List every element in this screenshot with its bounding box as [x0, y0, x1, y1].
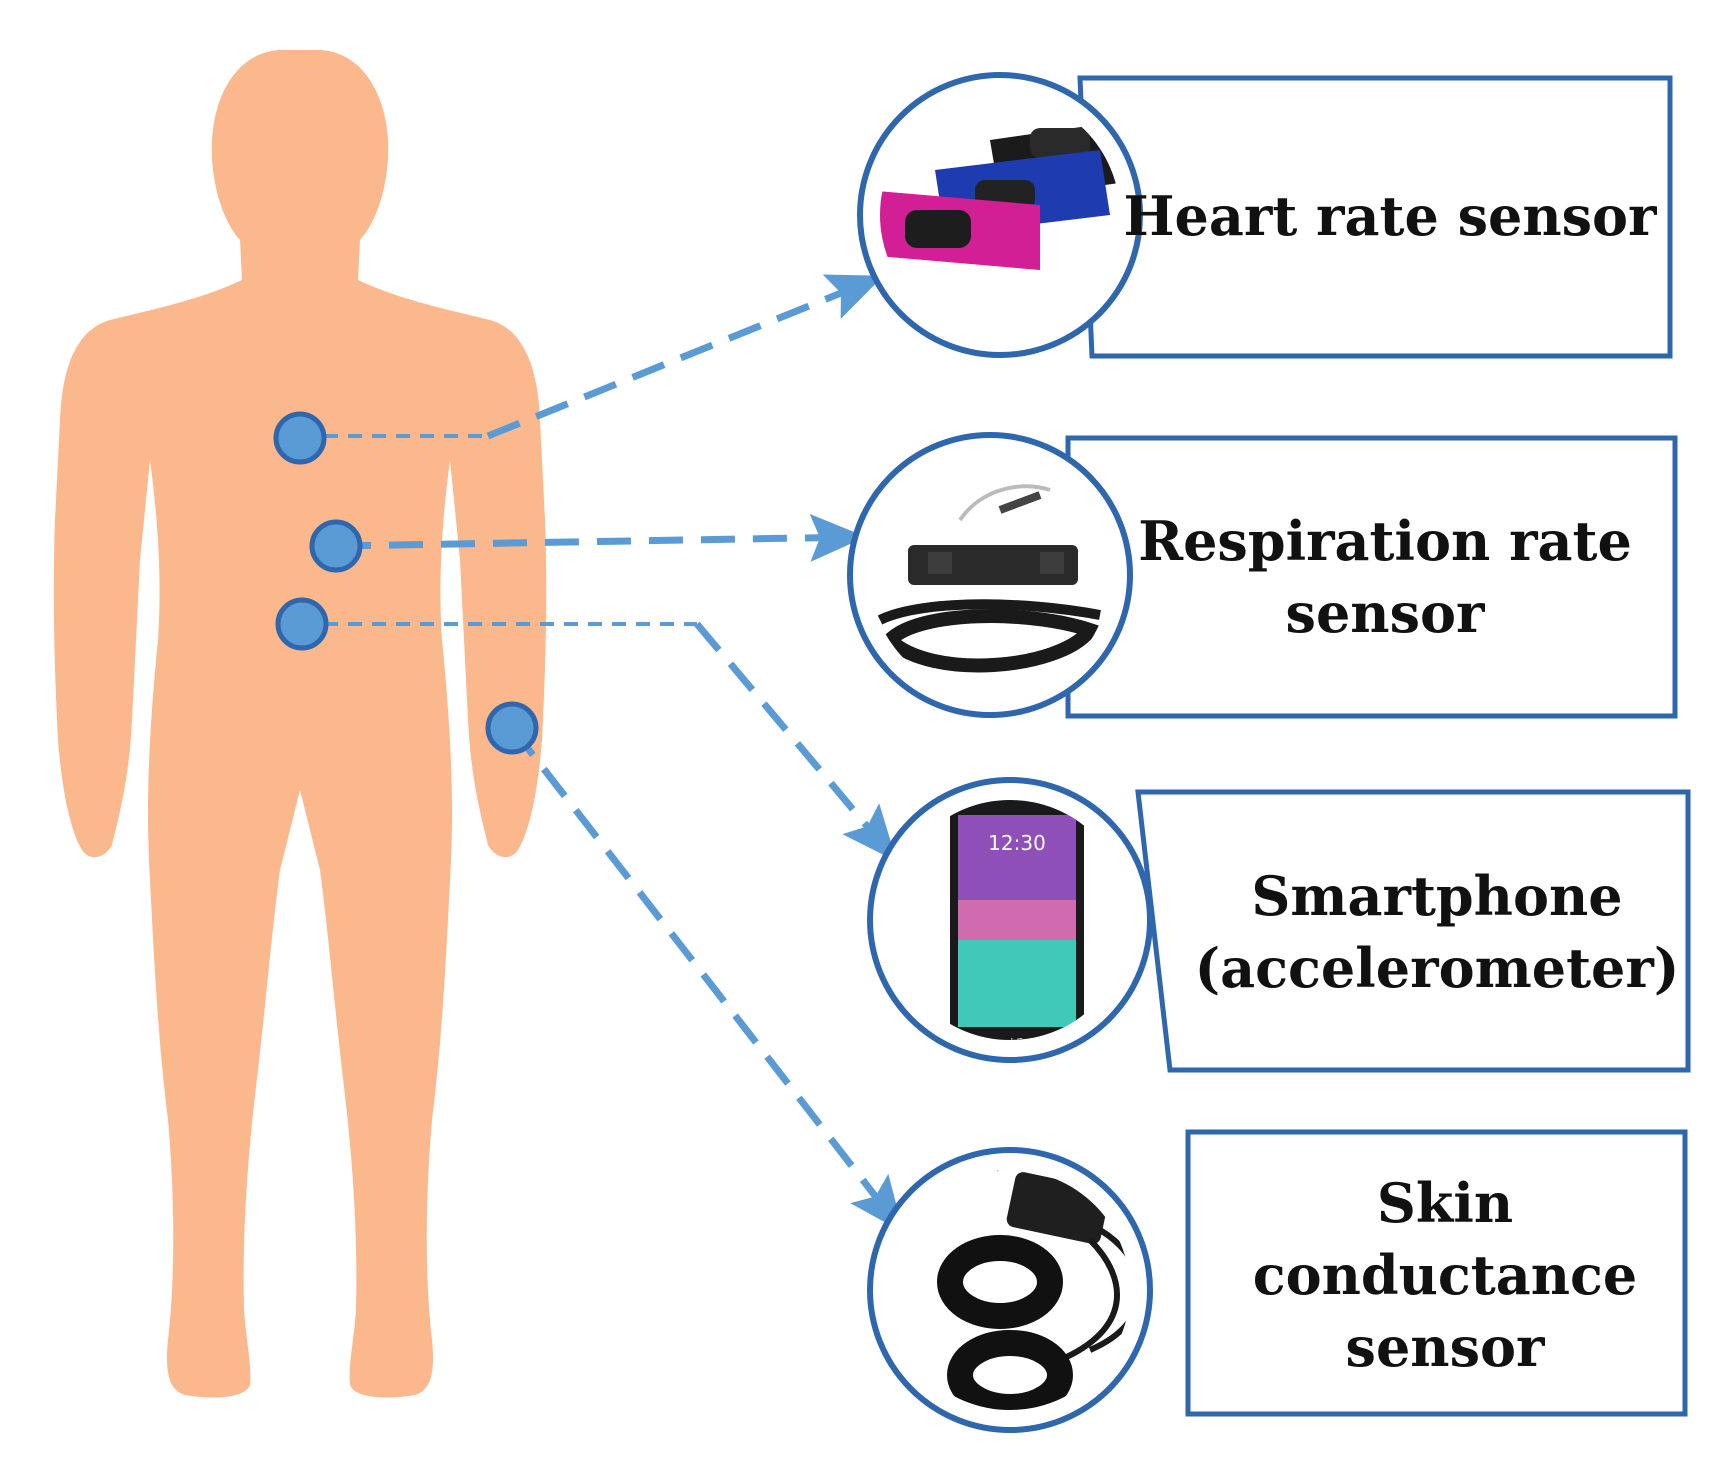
- chest-strap-icon: [880, 120, 1120, 270]
- connectors: [300, 274, 904, 1233]
- label-skin-line1: Skin: [1377, 1171, 1513, 1235]
- respiration-belt-icon: [877, 484, 1102, 673]
- body-markers: [273, 411, 539, 755]
- label-skin-line2: conductance: [1253, 1243, 1638, 1307]
- body-shape: [53, 50, 547, 1398]
- label-smartphone-line2: (accelerometer): [1195, 936, 1680, 1000]
- arrow-respiration: [336, 513, 866, 562]
- marker-abdomen: [309, 519, 363, 573]
- smartphone-icon: 12:30 LG: [950, 800, 1084, 1048]
- label-respiration-line1: Respiration rate: [1138, 509, 1632, 573]
- arrow-heart-rate: [486, 274, 884, 440]
- label-boxes: [1065, 75, 1691, 1417]
- arrow-smartphone: [694, 621, 897, 862]
- label-smartphone-line1: Smartphone: [1251, 864, 1622, 928]
- thumbnail-smartphone: 12:30 LG: [867, 777, 1153, 1063]
- label-box-respiration: [1065, 435, 1678, 719]
- marker-chest: [273, 411, 327, 465]
- phone-brand-text: LG: [1010, 1037, 1023, 1048]
- label-respiration-line2: sensor: [1286, 581, 1485, 645]
- thumbnail-skin-conductance: [867, 1147, 1153, 1433]
- marker-wrist: [485, 701, 539, 755]
- label-box-smartphone: [1135, 789, 1691, 1073]
- thumbnail-respiration: [847, 432, 1133, 718]
- marker-waist: [275, 597, 329, 651]
- label-skin-line3: sensor: [1346, 1315, 1545, 1379]
- labels: Heart rate sensor Respiration rate senso…: [1124, 184, 1680, 1379]
- label-heart-rate: Heart rate sensor: [1124, 184, 1658, 248]
- label-box-skin-conductance: [1185, 1129, 1688, 1417]
- phone-clock-text: 12:30: [988, 831, 1046, 855]
- arrow-skin-conductance: [509, 725, 904, 1233]
- human-body-silhouette: [53, 50, 547, 1398]
- thumbnail-heart-rate: [857, 72, 1143, 358]
